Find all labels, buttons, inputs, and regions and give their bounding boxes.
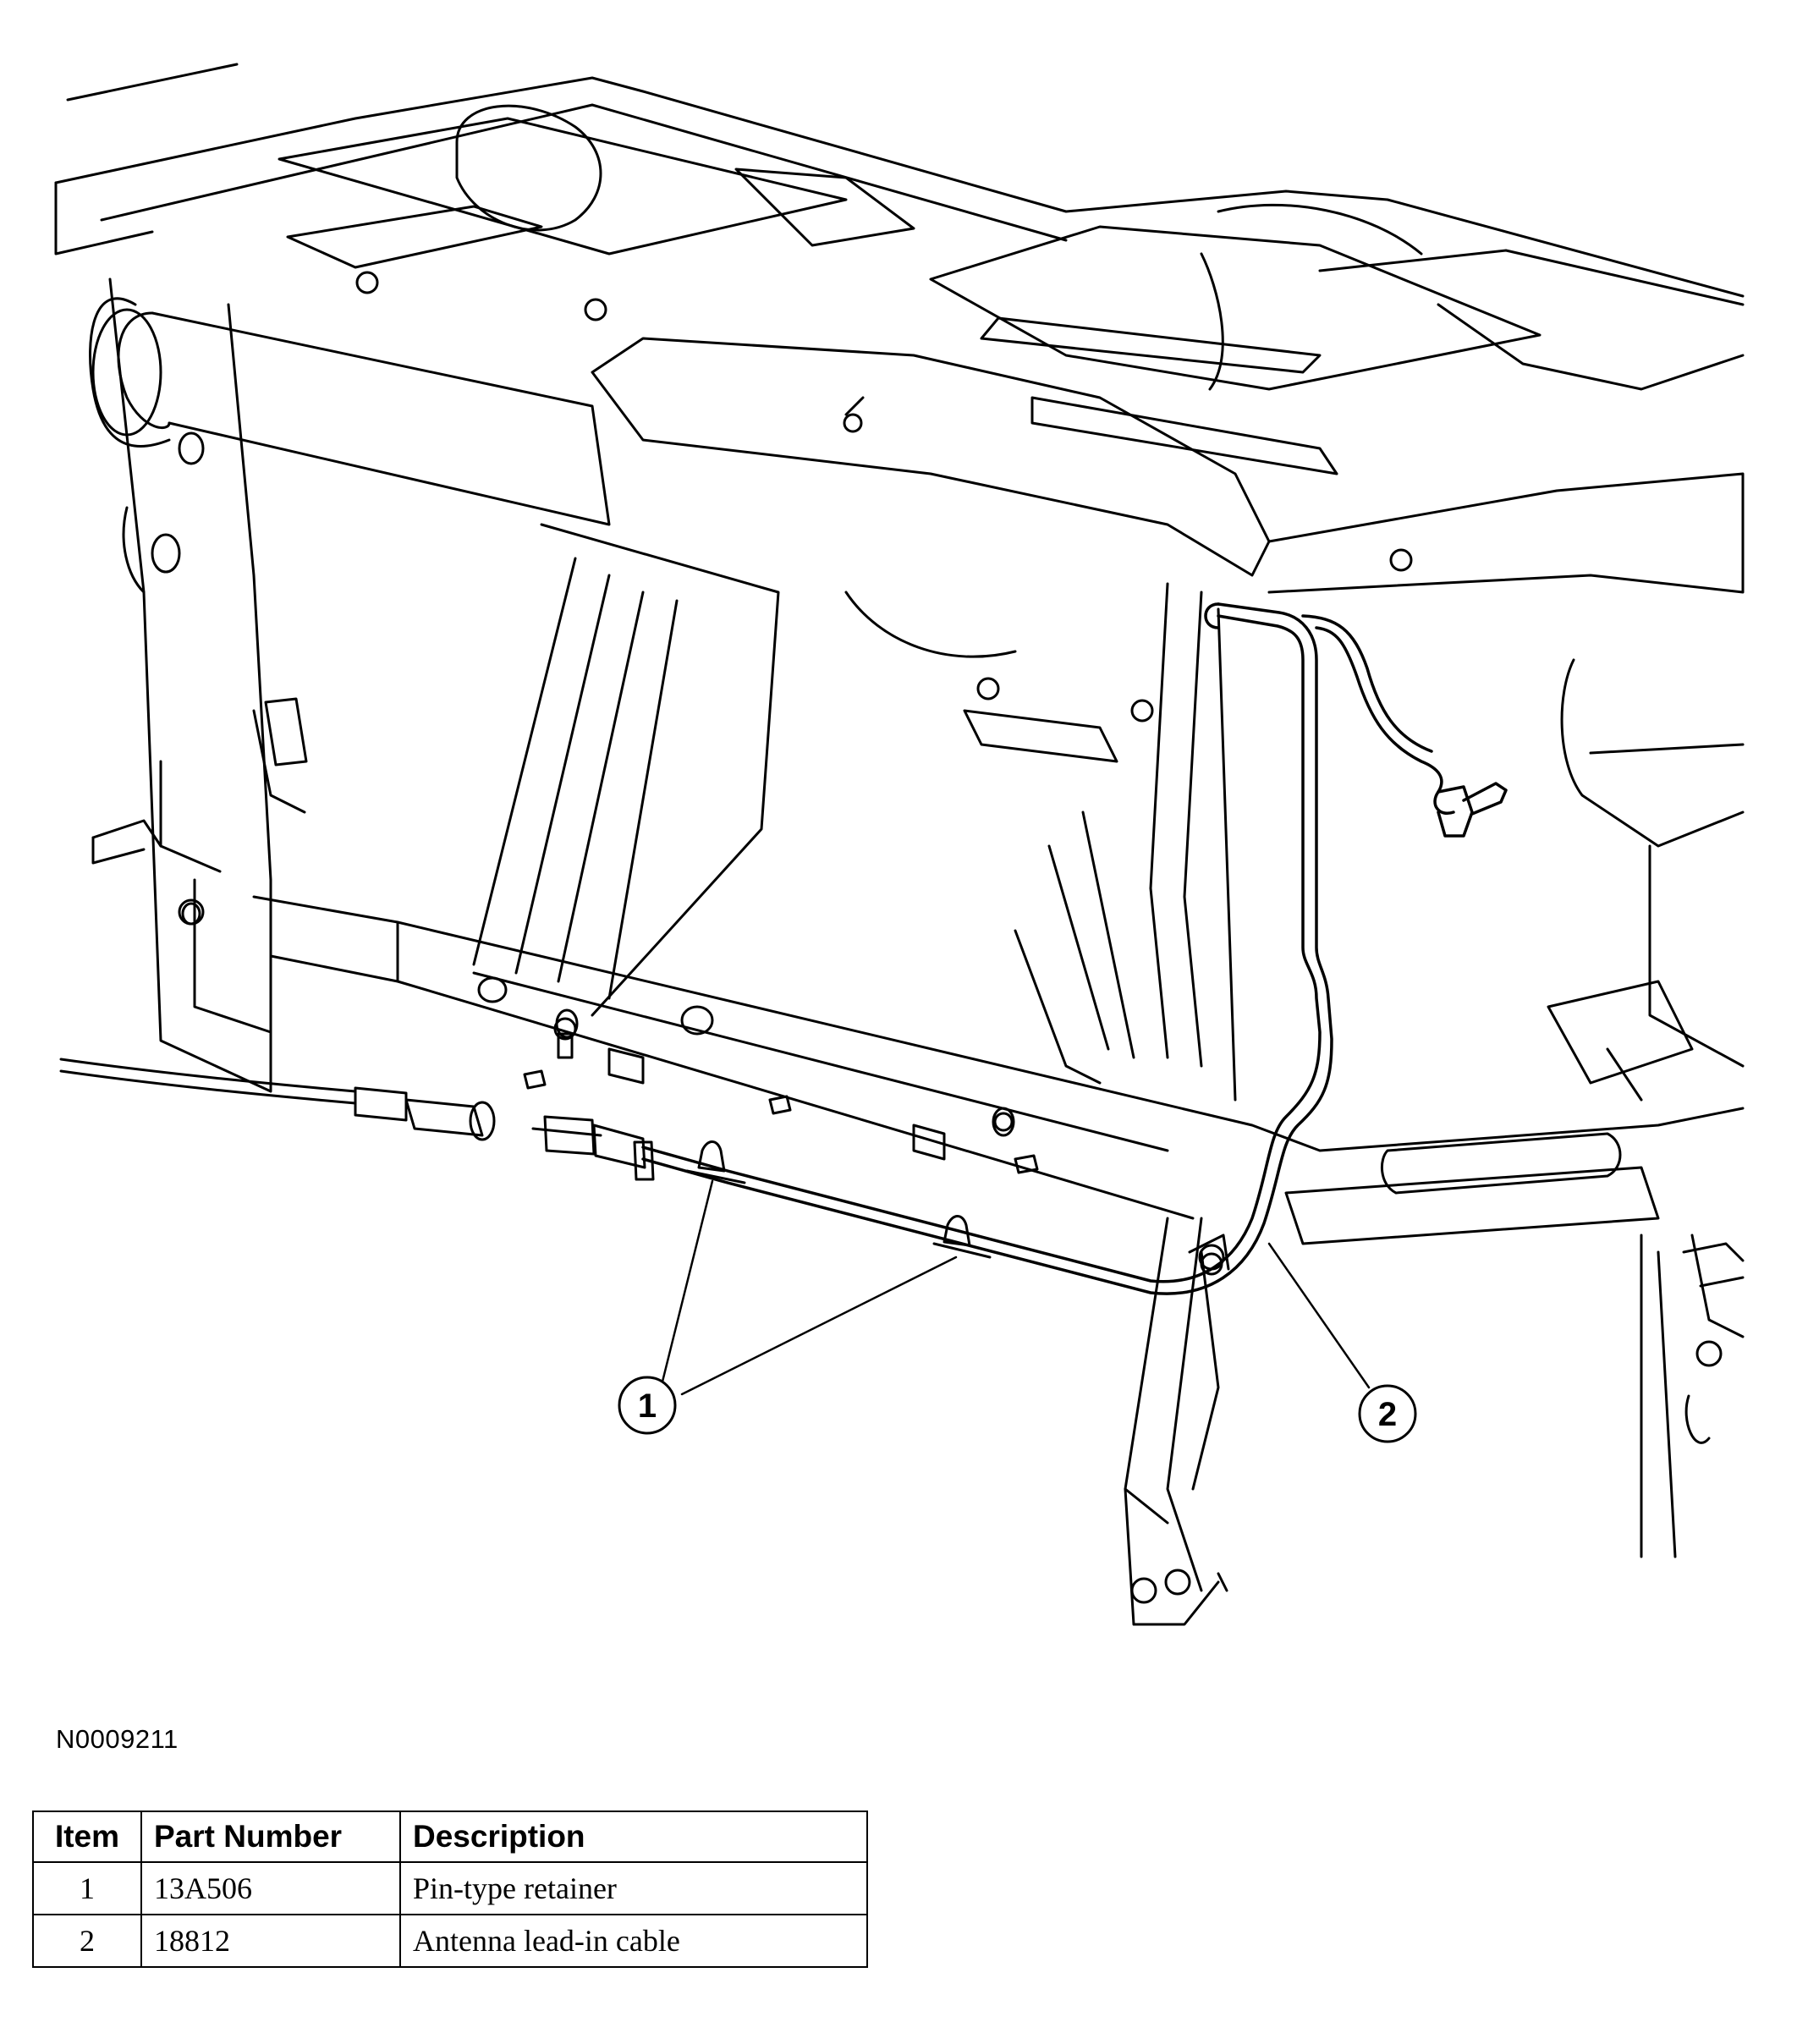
figure-id: N0009211: [56, 1724, 179, 1754]
table-row: 1 13A506 Pin-type retainer: [32, 1861, 868, 1915]
cowl-panel: [56, 64, 1743, 592]
header-description: Description: [399, 1810, 868, 1863]
right-structure: [1548, 660, 1743, 1557]
lower-crossmember: [398, 922, 1743, 1244]
table-header-row: Item Part Number Description: [32, 1810, 868, 1863]
header-item: Item: [32, 1810, 142, 1863]
leader-lines: [662, 1181, 1369, 1394]
left-pillar: [93, 279, 398, 1091]
pin-type-retainers: [687, 1142, 990, 1258]
cell-part-number: 18812: [140, 1914, 401, 1968]
callout-circle-2: [1360, 1386, 1415, 1442]
callout-number-2: 2: [1378, 1396, 1397, 1433]
cell-description: Pin-type retainer: [399, 1861, 868, 1915]
parts-table: Item Part Number Description 1 13A506 Pi…: [32, 1810, 868, 1968]
antenna-cable-illustration: 1 2: [0, 0, 1797, 1658]
left-duct: [91, 299, 609, 525]
callout-number-1: 1: [638, 1387, 657, 1425]
header-part-number: Part Number: [140, 1810, 401, 1863]
antenna-lead-in-cable: [643, 604, 1506, 1294]
table-row: 2 18812 Antenna lead-in cable: [32, 1914, 868, 1968]
cell-item: 1: [32, 1861, 142, 1915]
cell-item: 2: [32, 1914, 142, 1968]
cell-part-number: 13A506: [140, 1861, 401, 1915]
antenna-extension-cable: [61, 1059, 653, 1179]
radiator-support: [474, 525, 1235, 1100]
callout-circle-1: [619, 1377, 675, 1433]
cell-description: Antenna lead-in cable: [399, 1914, 868, 1968]
